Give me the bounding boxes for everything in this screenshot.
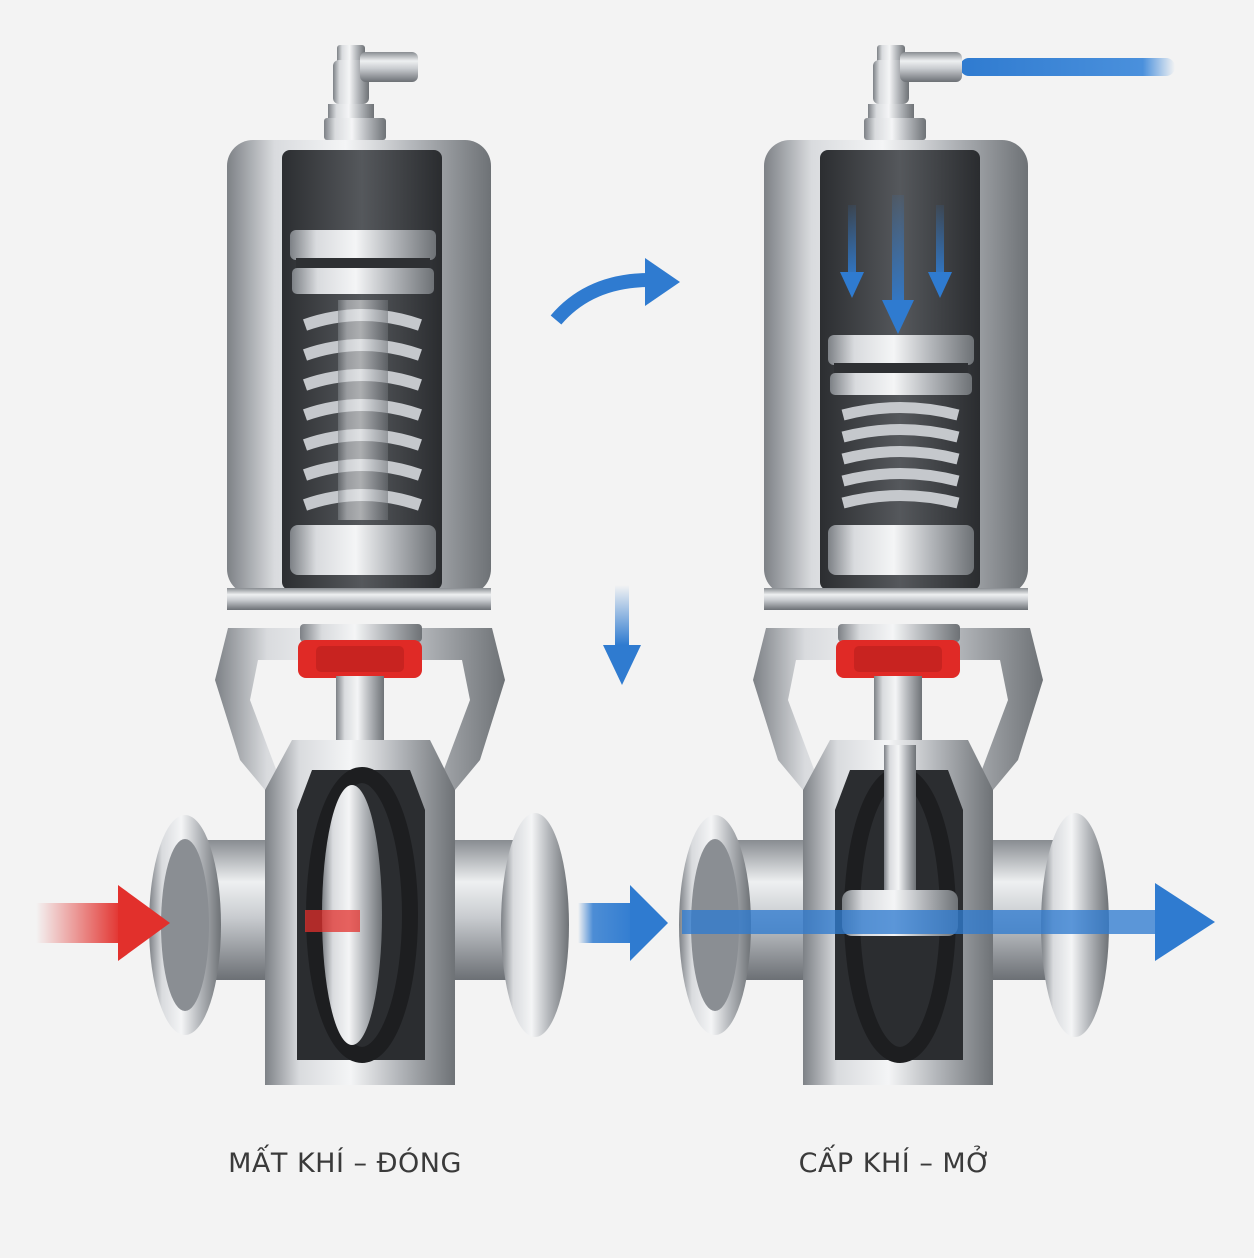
- piston: [828, 335, 974, 395]
- closed-valve: [36, 45, 569, 1085]
- curved-arrow: [550, 273, 651, 325]
- flow-through-arrow: [578, 883, 1215, 961]
- open-state-label: CẤP KHÍ – MỞ: [798, 1148, 992, 1179]
- air-pressure-arrows: [840, 195, 952, 334]
- spring-seat: [828, 525, 974, 575]
- air-hose: [960, 58, 1175, 76]
- piston: [290, 230, 436, 294]
- piston-rod: [338, 300, 388, 520]
- valve-stem: [336, 676, 384, 746]
- yoke-bracket: [215, 624, 505, 790]
- blocked-inflow-arrow: [36, 885, 360, 961]
- air-fitting: [864, 45, 962, 140]
- compressed-spring: [841, 402, 960, 509]
- down-arrow: [615, 585, 629, 645]
- transition-arrows: [550, 258, 680, 685]
- yoke-bracket: [753, 624, 1043, 790]
- open-valve: [578, 45, 1215, 1085]
- closed-state-label: MẤT KHÍ – ĐÓNG: [228, 1148, 462, 1179]
- spring-seat: [290, 525, 436, 575]
- air-fitting: [324, 45, 418, 140]
- valve-stem: [874, 676, 922, 746]
